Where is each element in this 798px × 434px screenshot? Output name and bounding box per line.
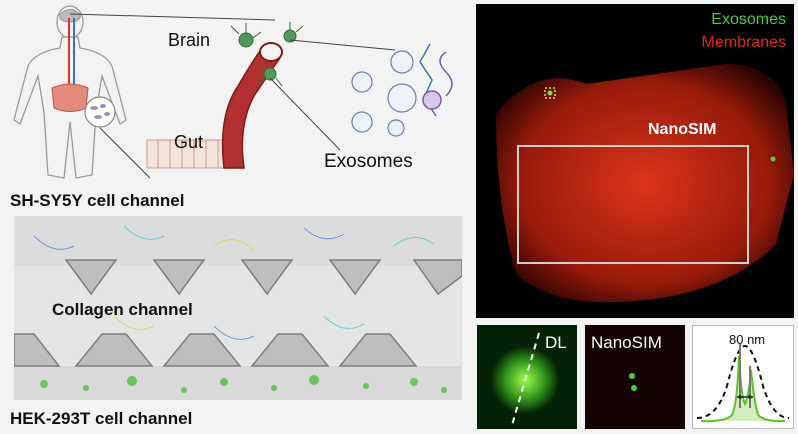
nanosim-profile-curve bbox=[700, 355, 786, 423]
nanosim-inset-panel: NanoSIM bbox=[585, 325, 685, 429]
legend-membranes: Membranes bbox=[701, 34, 786, 51]
flow-trajectories bbox=[33, 225, 435, 340]
dl-spot-image bbox=[477, 325, 577, 429]
diffraction-limited-panel: DL bbox=[477, 325, 577, 429]
brain-label: Brain bbox=[168, 30, 211, 50]
gut-label: Gut bbox=[174, 132, 204, 152]
neuron-cells bbox=[230, 22, 304, 87]
microfluidic-chip-image bbox=[14, 216, 462, 400]
legend-exosomes: Exosomes bbox=[711, 11, 786, 28]
exosomes-label: Exosomes bbox=[324, 151, 413, 172]
nanosim-spots bbox=[585, 325, 685, 429]
trapezoid-pillars-bottom bbox=[14, 333, 418, 367]
middle-channel-label: Collagen channel bbox=[52, 300, 193, 319]
membrane-fluorescence bbox=[496, 64, 794, 303]
nanosim-inset-label: NanoSIM bbox=[591, 333, 662, 352]
bottom-channel-label: HEK-293T cell channel bbox=[10, 409, 193, 428]
brain-in-head bbox=[59, 9, 81, 23]
exosome-illustrations bbox=[351, 50, 417, 137]
dl-label: DL bbox=[545, 333, 567, 352]
gut-brain-schematic bbox=[13, 5, 453, 179]
top-channel-label: SH-SY5Y cell channel bbox=[10, 191, 185, 210]
green-cell-clusters bbox=[40, 375, 447, 393]
nanosim-roi-box bbox=[517, 145, 749, 264]
intensity-profile-panel: 80 nm bbox=[692, 325, 794, 429]
intestine-icon bbox=[51, 83, 89, 112]
trapezoid-pillars-top bbox=[64, 259, 462, 296]
blood-vessel bbox=[221, 47, 282, 169]
molecule-icons bbox=[419, 43, 453, 117]
fluorescence-image: Exosomes Membranes NanoSIM bbox=[476, 4, 794, 318]
intensity-profile-plot bbox=[696, 344, 790, 423]
dl-profile-curve bbox=[696, 344, 790, 419]
resolution-label: 80 nm bbox=[729, 332, 766, 347]
roi-label: NanoSIM bbox=[648, 121, 717, 138]
gut-microbe-zoom bbox=[84, 96, 116, 128]
